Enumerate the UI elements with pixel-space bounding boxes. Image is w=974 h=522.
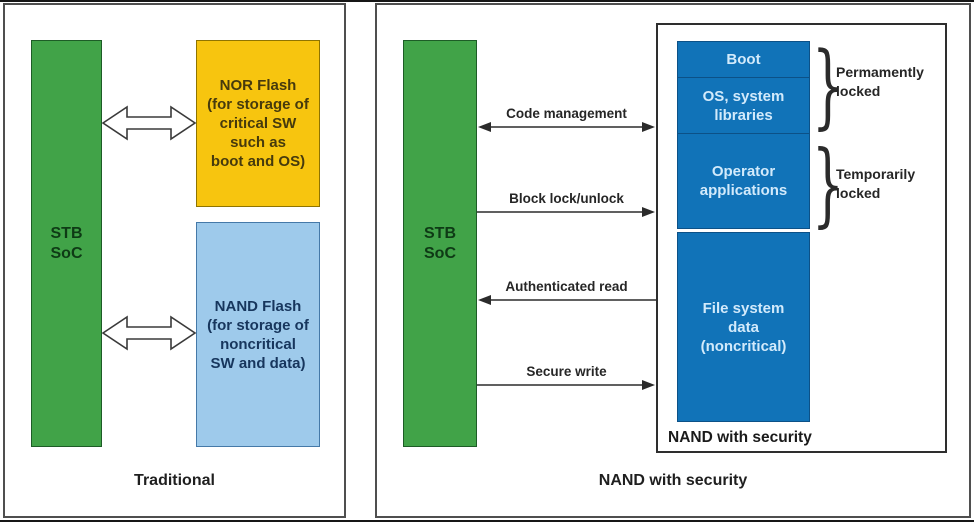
stb-soc-label-line: STB: [50, 224, 83, 242]
brace-permanently-icon: }: [812, 32, 845, 139]
authenticated-read-label: Authenticated read: [505, 279, 628, 294]
segment-label-line: libraries: [714, 106, 773, 124]
nand-flash-label-line: NAND Flash: [214, 297, 302, 315]
segment-label-line: data: [728, 318, 759, 336]
brace-temporarily-icon: }: [812, 132, 844, 237]
segment-label-line: File system: [702, 299, 785, 317]
nand-flash-label-line: (for storage of: [207, 316, 309, 334]
stb-soc-box-secure: STB SoC: [403, 40, 477, 447]
traditional-caption: Traditional: [134, 472, 215, 489]
stb-soc-label-line: SoC: [50, 244, 83, 262]
segment-file-system: File system data (noncritical): [677, 232, 810, 422]
nor-flash-label-line: boot and OS): [210, 153, 306, 170]
secure-write-label: Secure write: [526, 364, 607, 379]
temporarily-locked-label: Temporarily locked: [836, 166, 916, 201]
nor-flash-label-line: NOR Flash: [219, 77, 297, 94]
nand-security-caption: NAND with security: [598, 472, 748, 489]
segment-operator-apps: Operator applications: [677, 133, 810, 229]
segment-boot: Boot: [677, 41, 810, 78]
segment-label-line: Boot: [726, 51, 761, 68]
nand-box-label: NAND with security: [668, 429, 812, 446]
figure-bottom-border: [0, 520, 974, 522]
segment-os-libraries: OS, system libraries: [677, 77, 810, 134]
nand-flash-box: NAND Flash (for storage of noncritical S…: [196, 222, 320, 447]
nand-flash-label-line: SW and data): [210, 354, 306, 372]
nand-flash-label-line: noncritical: [220, 335, 296, 353]
code-management-label: Code management: [506, 106, 627, 121]
stb-soc-label-line: STB: [424, 224, 456, 242]
permanently-locked-label: Permamently locked: [836, 64, 924, 99]
stb-soc-box-traditional: STB SoC: [31, 40, 102, 447]
nor-flash-label-line: such as: [230, 134, 286, 151]
nor-flash-label-line: (for storage of: [207, 96, 309, 113]
segment-label-line: Operator: [711, 163, 776, 180]
nor-flash-box: NOR Flash (for storage of critical SW su…: [196, 40, 320, 207]
segment-label-line: OS, system: [702, 87, 785, 105]
segment-label-line: (noncritical): [700, 337, 787, 355]
bus-arrows: [477, 122, 656, 390]
double-arrow-soc-nor-icon: [101, 105, 197, 141]
figure-top-border: [0, 0, 974, 2]
block-lock-unlock-label: Block lock/unlock: [509, 191, 624, 206]
stb-soc-label-line: SoC: [424, 244, 456, 262]
nor-flash-label-line: critical SW: [219, 115, 297, 132]
segment-label-line: applications: [699, 182, 788, 199]
double-arrow-soc-nand-icon: [101, 315, 197, 351]
